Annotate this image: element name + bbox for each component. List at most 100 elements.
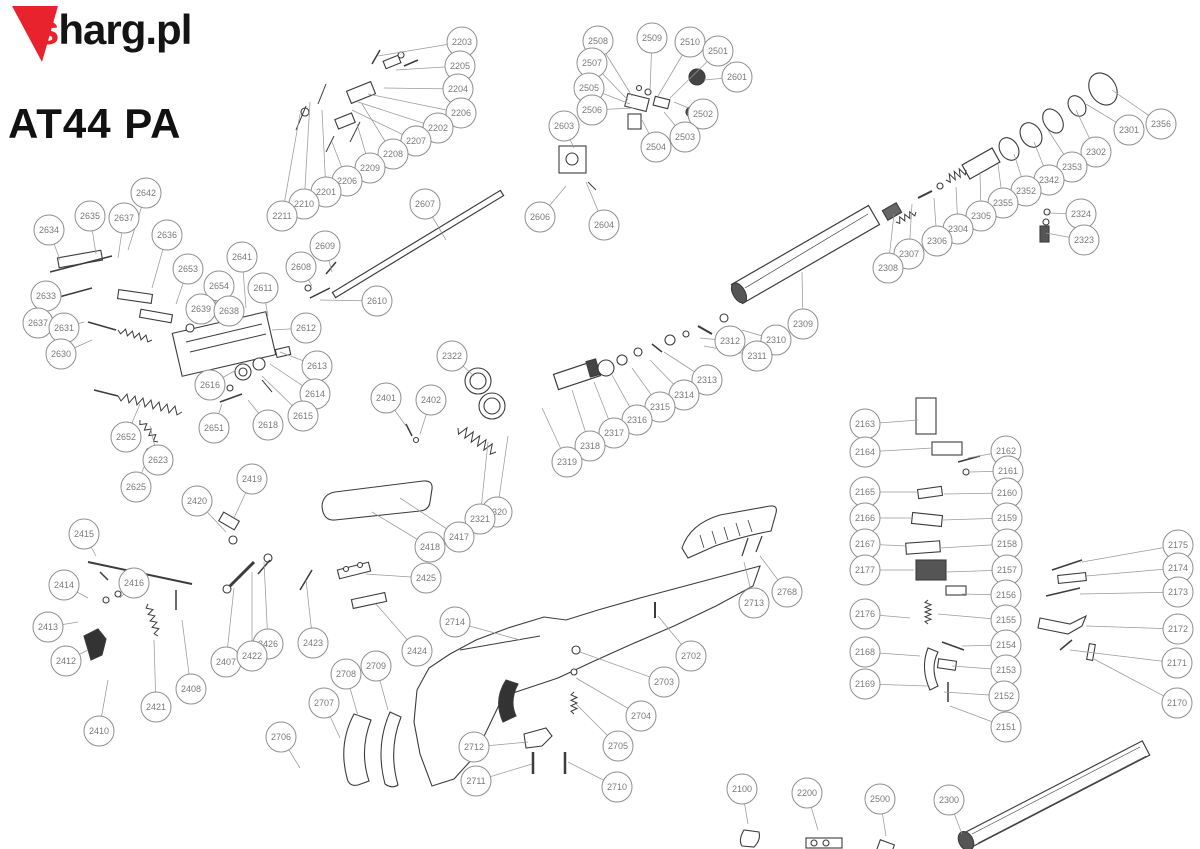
svg-text:2168: 2168 [855,647,875,657]
callout-2168: 2168 [849,636,881,668]
callout-2631: 2631 [48,312,80,344]
svg-text:2652: 2652 [116,432,136,442]
svg-text:2320: 2320 [487,507,507,517]
svg-text:2154: 2154 [996,640,1016,650]
svg-text:2653: 2653 [178,264,198,274]
callout-2768: 2768 [771,576,803,608]
callout-2177: 2177 [849,554,881,586]
callout-2300: 2300 [933,784,965,816]
callout-2413: 2413 [32,611,64,643]
svg-text:2162: 2162 [996,446,1016,456]
svg-text:2151: 2151 [996,722,1016,732]
callout-2176: 2176 [849,598,881,630]
svg-text:2166: 2166 [855,513,875,523]
svg-text:2174: 2174 [1168,563,1188,573]
svg-text:2177: 2177 [855,565,875,575]
callout-2401: 2401 [370,382,402,414]
callout-2712: 2712 [458,731,490,763]
svg-text:2307: 2307 [899,249,919,259]
svg-text:2502: 2502 [693,109,713,119]
svg-text:2614: 2614 [305,389,325,399]
svg-text:2161: 2161 [998,466,1018,476]
callout-2172: 2172 [1162,613,1194,645]
callout-2609: 2609 [309,230,341,262]
callout-2501: 2501 [702,35,734,67]
svg-text:2159: 2159 [997,513,1017,523]
svg-text:2651: 2651 [204,423,224,433]
callout-2313: 2313 [691,364,723,396]
svg-text:2642: 2642 [136,188,156,198]
svg-text:2322: 2322 [442,351,462,361]
callout-2601: 2601 [721,61,753,93]
callout-2154: 2154 [990,629,1022,661]
svg-text:2173: 2173 [1168,587,1188,597]
svg-text:2355: 2355 [993,198,1013,208]
callout-2604: 2604 [588,209,620,241]
callout-2509: 2509 [636,22,668,54]
callout-2315: 2315 [644,391,676,423]
svg-text:2311: 2311 [747,351,766,361]
svg-text:2342: 2342 [1039,175,1059,185]
svg-text:2613: 2613 [307,361,327,371]
callout-2636: 2636 [151,219,183,251]
svg-text:2208: 2208 [383,149,403,159]
svg-text:2618: 2618 [258,420,278,430]
svg-text:2712: 2712 [464,742,484,752]
svg-text:2316: 2316 [627,415,647,425]
svg-text:2302: 2302 [1086,147,1106,157]
svg-text:2203: 2203 [452,37,472,47]
callout-2709: 2709 [360,650,392,682]
svg-text:2623: 2623 [148,455,168,465]
callout-2705: 2705 [602,730,634,762]
svg-text:2708: 2708 [336,669,356,679]
svg-text:2611: 2611 [253,283,272,293]
callout-2407: 2407 [210,646,242,678]
callout-2703: 2703 [648,666,680,698]
callout-2425: 2425 [410,562,442,594]
svg-text:2509: 2509 [642,33,662,43]
callout-2200: 2200 [791,777,823,809]
callout-2641: 2641 [226,241,258,273]
svg-text:2165: 2165 [855,487,875,497]
callout-2503: 2503 [669,121,701,153]
callout-2603: 2603 [548,110,580,142]
svg-text:2317: 2317 [604,428,624,438]
callout-2173: 2173 [1162,576,1194,608]
svg-text:2160: 2160 [997,488,1017,498]
svg-text:2301: 2301 [1119,125,1139,135]
callout-2163: 2163 [849,408,881,440]
callout-2711: 2711 [460,765,492,797]
callout-2611: 2611 [247,272,279,304]
svg-text:2703: 2703 [654,677,674,687]
callout-2302: 2302 [1080,136,1112,168]
svg-text:2171: 2171 [1167,658,1187,668]
svg-text:2714: 2714 [445,617,465,627]
svg-text:2654: 2654 [209,281,229,291]
svg-text:2417: 2417 [449,532,469,542]
callout-2506: 2506 [576,94,608,126]
callout-2321: 2321 [464,503,496,535]
svg-text:2637: 2637 [114,213,134,223]
svg-text:2412: 2412 [56,656,76,666]
svg-text:2158: 2158 [997,539,1017,549]
svg-text:2415: 2415 [74,529,94,539]
svg-text:2304: 2304 [948,224,968,234]
svg-text:2205: 2205 [450,61,470,71]
svg-text:2156: 2156 [996,590,1016,600]
svg-text:2635: 2635 [80,211,100,221]
svg-text:2420: 2420 [187,496,207,506]
svg-text:2422: 2422 [242,651,262,661]
callout-2637: 2637 [108,202,140,234]
svg-text:2507: 2507 [582,58,602,68]
callout-2623: 2623 [142,444,174,476]
callout-2171: 2171 [1161,647,1193,679]
callout-2308: 2308 [872,252,904,284]
svg-text:2153: 2153 [996,665,1016,675]
callout-2612: 2612 [290,312,322,344]
callout-2418: 2418 [414,531,446,563]
svg-text:2323: 2323 [1074,235,1094,245]
svg-text:2155: 2155 [996,615,1016,625]
callout-2317: 2317 [598,417,630,449]
